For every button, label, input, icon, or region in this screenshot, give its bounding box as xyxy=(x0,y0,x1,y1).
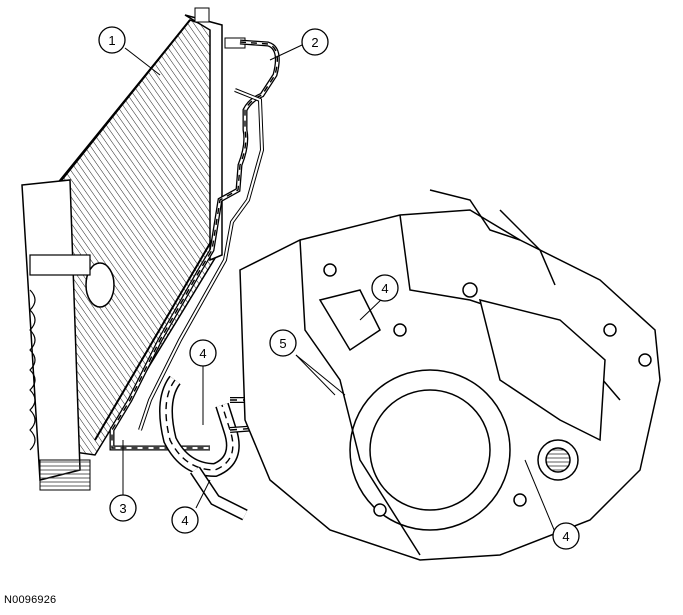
svg-text:3: 3 xyxy=(119,501,126,516)
callout-4-right: 4 xyxy=(552,522,580,550)
svg-text:4: 4 xyxy=(381,281,388,296)
transaxle xyxy=(239,189,661,561)
svg-text:4: 4 xyxy=(199,346,206,361)
radiator xyxy=(21,7,246,491)
leader-lines xyxy=(122,44,556,533)
svg-text:1: 1 xyxy=(108,33,115,48)
callout-3: 3 xyxy=(109,494,137,522)
svg-text:4: 4 xyxy=(562,529,569,544)
callout-4-left: 4 xyxy=(189,339,217,367)
svg-text:2: 2 xyxy=(311,35,318,50)
callout-1: 1 xyxy=(98,26,126,54)
callout-4-upper: 4 xyxy=(371,274,399,302)
figure-id: N0096926 xyxy=(4,594,57,606)
callout-4-lower: 4 xyxy=(171,506,199,534)
callout-2: 2 xyxy=(301,28,329,56)
svg-text:4: 4 xyxy=(181,513,188,528)
callout-5: 5 xyxy=(269,329,297,357)
svg-text:5: 5 xyxy=(279,336,286,351)
